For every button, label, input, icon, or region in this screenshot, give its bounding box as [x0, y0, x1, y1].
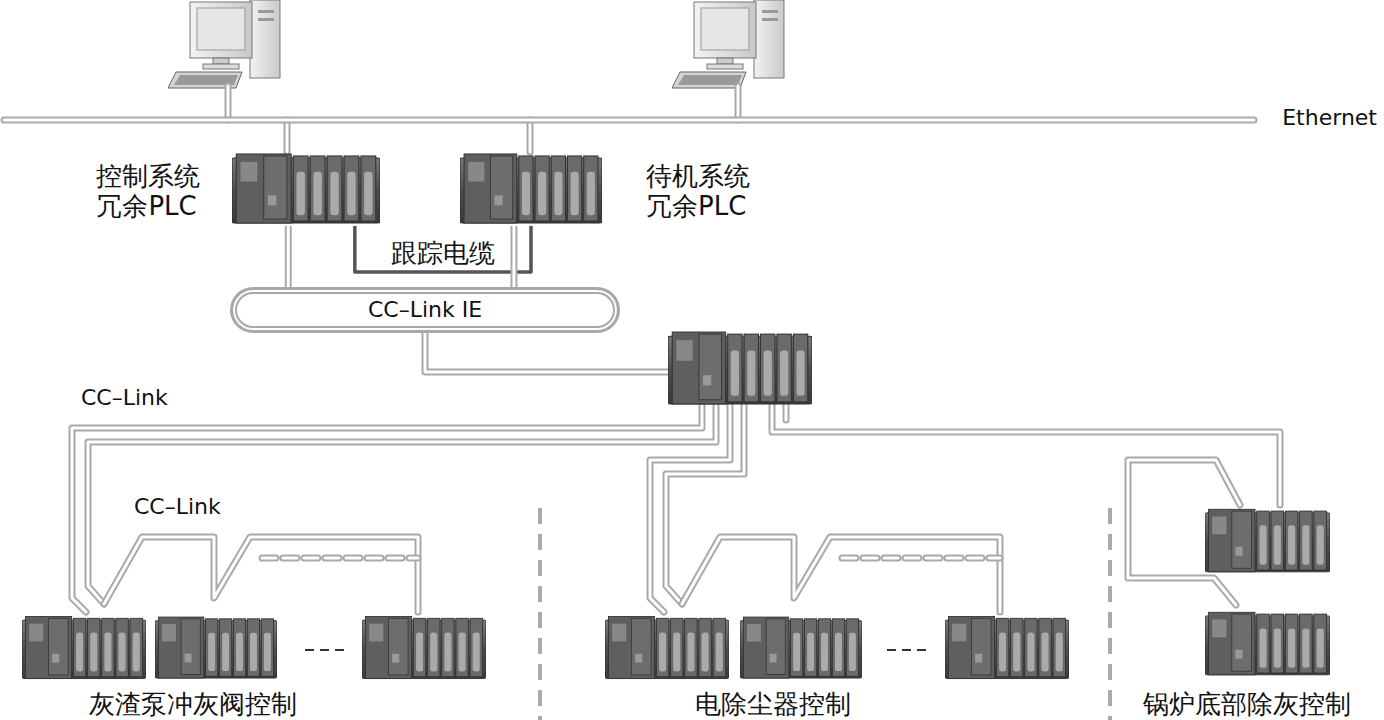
network-cable [513, 226, 514, 288]
network-name: CC–Link [131, 495, 224, 519]
group-label: 电除尘器控制 [692, 690, 854, 719]
plc-rack [232, 152, 380, 226]
network-cable [288, 226, 289, 288]
network-name: Ethernet [1279, 106, 1380, 130]
group-label: 锅炉底部除灰控制 [1140, 690, 1354, 719]
tracking-cable [355, 226, 531, 272]
cable-label: 跟踪电缆 [388, 239, 498, 268]
network-name: CC–Link [78, 386, 171, 410]
redundant-plc: 待机系统 冗余PLC [460, 152, 602, 226]
network-ring: CC–Link IE [230, 287, 620, 333]
redundant-plc: 控制系统 冗余PLC [232, 152, 380, 226]
plc-heading: 控制系统 冗余PLC [96, 162, 216, 222]
plc-rack [460, 152, 602, 226]
network-name: CC–Link IE [368, 297, 482, 322]
group-label: 灰渣泵冲灰阀控制 [86, 690, 300, 719]
plc-heading: 待机系统 冗余PLC [646, 162, 766, 222]
